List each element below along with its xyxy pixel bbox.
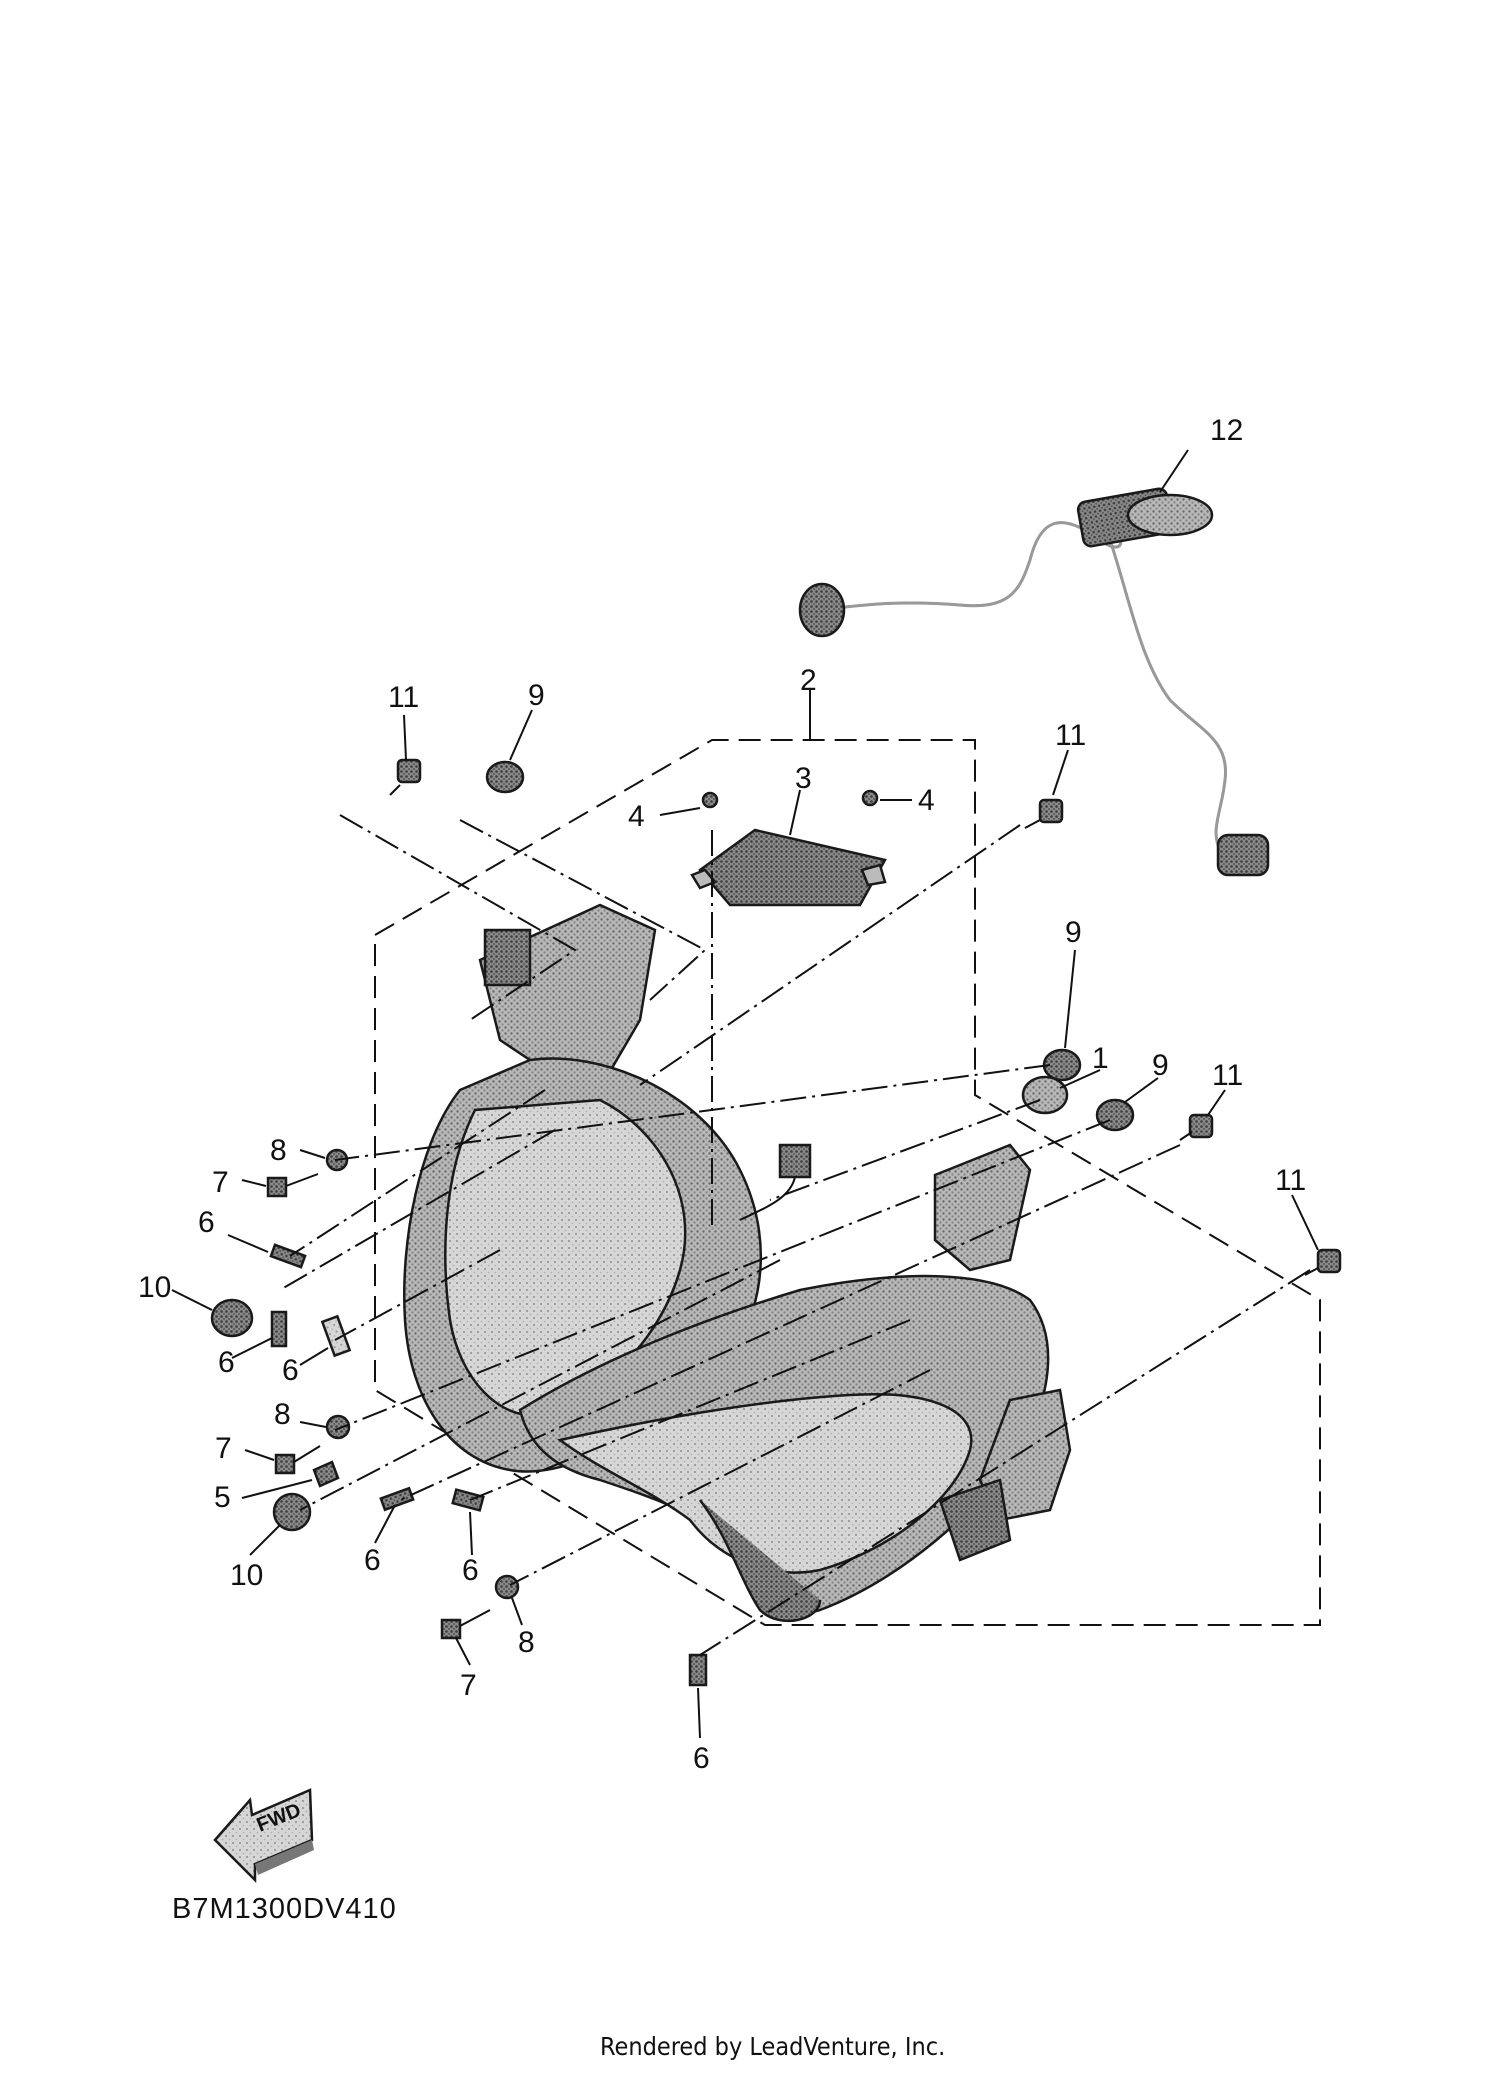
wire-harness-part: [798, 487, 1270, 877]
small-parts: [210, 758, 1342, 1687]
clip-6-c: [320, 1314, 352, 1358]
grommet-10-b: [272, 1492, 312, 1532]
callout-7-a: 7: [212, 1166, 229, 1199]
clip-6-f: [688, 1653, 708, 1687]
callout-6-f: 6: [693, 1742, 710, 1775]
callout-6-b: 6: [218, 1346, 235, 1379]
callout-6-a: 6: [198, 1206, 215, 1239]
bolt-11-upper-right: [1024, 798, 1064, 829]
leader-lines: [171, 449, 1319, 1739]
clip-6-a: [269, 1243, 307, 1269]
washer-8-b: [325, 1414, 351, 1440]
headlight-body: [403, 903, 1072, 1623]
callout-11-upper-right: 11: [1055, 719, 1086, 752]
callout-labels: 12 2 3 4 4 11 9 11 9 1 9 11 11 8 7 6 10 …: [138, 414, 1306, 1775]
grommet-10-a: [210, 1298, 254, 1338]
screw-4-a: [701, 791, 719, 809]
callout-8-b: 8: [274, 1398, 291, 1431]
callout-8-a: 8: [270, 1134, 287, 1167]
forward-arrow-icon: FWD: [213, 1788, 314, 1884]
collar-1: [1021, 1075, 1069, 1115]
callout-6-e: 6: [462, 1554, 479, 1587]
diagram-code: B7M1300DV410: [172, 1893, 397, 1925]
bolt-11-lower-right: [1304, 1248, 1342, 1276]
callout-12: 12: [1210, 414, 1243, 447]
bolt-7-c: [440, 1609, 491, 1640]
clip-6-d: [379, 1486, 415, 1512]
bolt-11-upper-left: [389, 758, 422, 796]
nut-5: [312, 1460, 340, 1488]
callout-9-right: 9: [1152, 1049, 1169, 1082]
render-credit: Rendered by LeadVenture, Inc.: [600, 2032, 945, 2061]
callout-4-right: 4: [918, 784, 935, 817]
callout-11-upper-left: 11: [388, 681, 419, 714]
callout-10-a: 10: [138, 1271, 171, 1304]
callout-10-b: 10: [230, 1559, 263, 1592]
callout-9-mid: 9: [1065, 916, 1082, 949]
callout-11-mid-right: 11: [1212, 1059, 1243, 1092]
control-unit-part: [690, 828, 887, 907]
grommet-9-c: [1095, 1098, 1135, 1132]
callout-3: 3: [795, 762, 812, 795]
clip-6-b: [270, 1310, 288, 1348]
washer-8-c: [494, 1574, 520, 1600]
callout-6-c: 6: [282, 1354, 299, 1387]
callout-11-lower-right: 11: [1275, 1164, 1306, 1197]
screw-4-b: [861, 789, 879, 807]
bolt-11-mid-right: [1179, 1113, 1214, 1141]
callout-4-left: 4: [628, 800, 645, 833]
bolt-7-b: [274, 1445, 321, 1475]
callout-5: 5: [214, 1481, 231, 1514]
callout-8-c: 8: [518, 1626, 535, 1659]
callout-9-upper: 9: [528, 679, 545, 712]
bolt-7-a: [266, 1173, 319, 1198]
callout-1: 1: [1092, 1042, 1109, 1075]
callout-2: 2: [800, 664, 817, 697]
callout-7-b: 7: [215, 1432, 232, 1465]
clip-6-e: [451, 1488, 485, 1512]
callout-6-d: 6: [364, 1544, 381, 1577]
grommet-9-a: [485, 760, 525, 794]
callout-7-c: 7: [460, 1669, 477, 1702]
